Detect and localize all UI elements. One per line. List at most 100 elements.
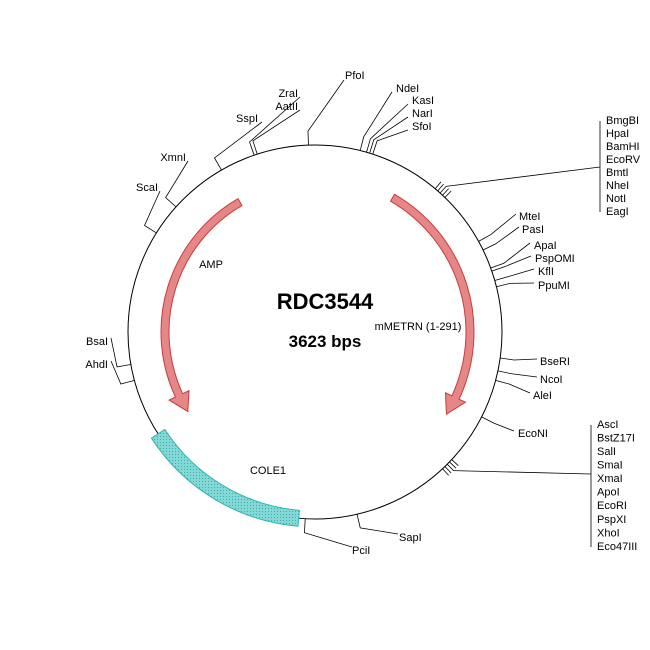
cluster-connector [446, 166, 601, 187]
plasmid-name: RDC3544 [277, 289, 374, 314]
site-label: ZraI [278, 88, 298, 100]
plasmid-size: 3623 bps [289, 332, 362, 351]
site-tick [356, 514, 399, 535]
site-ppumi: PpuMI [496, 280, 570, 292]
site-label-bstz17i: BstZ17I [597, 432, 635, 444]
site-label-eagi: EagI [606, 206, 629, 218]
site-tick [359, 91, 393, 151]
site-tick [496, 282, 535, 288]
site-tick [444, 190, 452, 198]
site-tick [366, 103, 409, 153]
feature-label-amp: AMP [199, 259, 223, 271]
site-label: BseRI [540, 356, 570, 368]
site-kfli: KflI [494, 266, 554, 281]
site-tick [497, 370, 538, 378]
cluster-bottom: AscIBstZ17ISalISmaIXmaIApoIEcoRIPspXIXho… [442, 419, 637, 553]
site-aatii: AatII [252, 101, 301, 155]
site-label: ApaI [534, 240, 557, 252]
site-tick [490, 242, 531, 269]
site-tick [500, 357, 538, 361]
site-tick [442, 468, 449, 476]
site-tick [437, 183, 444, 192]
site-tick [491, 255, 532, 272]
site-label: NcoI [540, 374, 563, 386]
site-label-nhei: NheI [606, 180, 629, 192]
site-label: ScaI [136, 182, 158, 194]
site-pfoi: PfoI [307, 70, 365, 146]
site-bseri: BseRI [500, 356, 570, 368]
site-tick [110, 337, 131, 368]
site-label: AatII [275, 101, 298, 113]
site-scai: ScaI [136, 182, 161, 234]
site-tick [369, 116, 409, 154]
plasmid-backbone-circle [127, 144, 503, 520]
site-tick [307, 79, 345, 146]
site-pspomi: PspOMI [491, 253, 575, 272]
site-tick [249, 96, 301, 156]
site-label: MteI [519, 211, 540, 223]
site-label: AleI [533, 390, 552, 402]
site-tick [434, 181, 442, 190]
site-label: SapI [399, 532, 422, 544]
site-apai: ApaI [490, 240, 557, 269]
cluster-connector [453, 470, 592, 475]
site-tick [144, 190, 161, 234]
site-tick [439, 186, 447, 194]
site-tick [446, 463, 454, 471]
site-tick [304, 518, 353, 548]
site-tick [252, 109, 301, 155]
site-zrai: ZraI [249, 88, 301, 156]
site-label-ecori: EcoRI [597, 500, 627, 512]
site-tick [451, 459, 459, 466]
site-label: AhdI [85, 359, 108, 371]
site-label-eco47iii: Eco47III [597, 541, 637, 553]
site-label-xhoi: XhoI [597, 527, 620, 539]
site-sapi: SapI [356, 514, 422, 544]
site-label-asci: AscI [597, 419, 618, 431]
site-ncoi: NcoI [497, 370, 563, 386]
site-label-bamhi: BamHI [606, 141, 640, 153]
site-tick [213, 121, 263, 171]
site-label-hpai: HpaI [606, 128, 629, 140]
site-econi: EcoNI [481, 416, 548, 440]
site-tick [449, 461, 457, 469]
site-label: NarI [412, 108, 433, 120]
site-label-xmai: XmaI [597, 473, 623, 485]
site-sspi: SspI [213, 113, 263, 171]
site-label: PfoI [345, 70, 365, 82]
site-label: PasI [522, 224, 544, 236]
site-clusters-layer: BmgBIHpaIBamHIEcoRVBmtINheINotIEagIAscIB… [434, 115, 641, 553]
site-tick [482, 226, 520, 251]
site-tick [444, 466, 452, 474]
site-tick [110, 360, 135, 385]
site-label: PciI [352, 545, 370, 557]
site-label: SfoI [412, 121, 432, 133]
site-pcii: PciI [304, 518, 370, 557]
site-label: KasI [412, 95, 434, 107]
feature-mmetrn-1-291 [389, 193, 475, 416]
site-label: PspOMI [535, 253, 575, 265]
site-ndei: NdeI [359, 83, 419, 151]
site-label: EcoNI [518, 428, 548, 440]
site-kasi: KasI [366, 95, 434, 153]
site-label-bmgbi: BmgBI [606, 115, 639, 127]
site-label-bmti: BmtI [606, 167, 629, 179]
site-label: SspI [236, 113, 258, 125]
site-tick [165, 160, 189, 208]
restriction-sites-layer: PfoINdeIKasINarISfoIZraIAatIISspIXmnISca… [85, 70, 574, 557]
site-label-apoi: ApoI [597, 487, 620, 499]
site-tick [372, 129, 409, 155]
site-label-pspxi: PspXI [597, 514, 626, 526]
site-nari: NarI [369, 108, 433, 154]
site-label: NdeI [396, 83, 419, 95]
site-bsai: BsaI [86, 336, 131, 368]
site-ahdi: AhdI [85, 359, 135, 385]
feature-amp [160, 197, 243, 413]
site-alei: AleI [495, 380, 552, 402]
site-pasi: PasI [482, 224, 544, 251]
site-label-smai: SmaI [597, 460, 623, 472]
site-label-noti: NotI [606, 193, 626, 205]
